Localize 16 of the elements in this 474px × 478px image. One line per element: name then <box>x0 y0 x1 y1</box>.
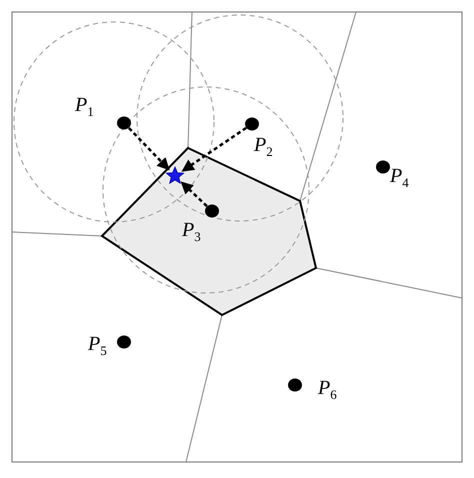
point-label: P$_{1}$ <box>75 95 94 118</box>
arrow <box>181 126 247 172</box>
site-point <box>245 118 259 130</box>
point-label: P$_{6}$ <box>318 378 337 401</box>
site-point <box>288 378 302 392</box>
point-label: P$_{4}$ <box>390 166 409 189</box>
point-label: P$_{2}$ <box>254 135 273 158</box>
site-point <box>117 336 131 348</box>
site-point <box>117 116 131 130</box>
star-marker <box>165 166 185 184</box>
point-label: P$_{3}$ <box>182 220 201 243</box>
site-point <box>205 204 219 218</box>
point-label: P$_{5}$ <box>88 334 107 357</box>
arrow <box>180 181 208 208</box>
arrow <box>128 127 170 170</box>
site-point <box>376 160 390 174</box>
